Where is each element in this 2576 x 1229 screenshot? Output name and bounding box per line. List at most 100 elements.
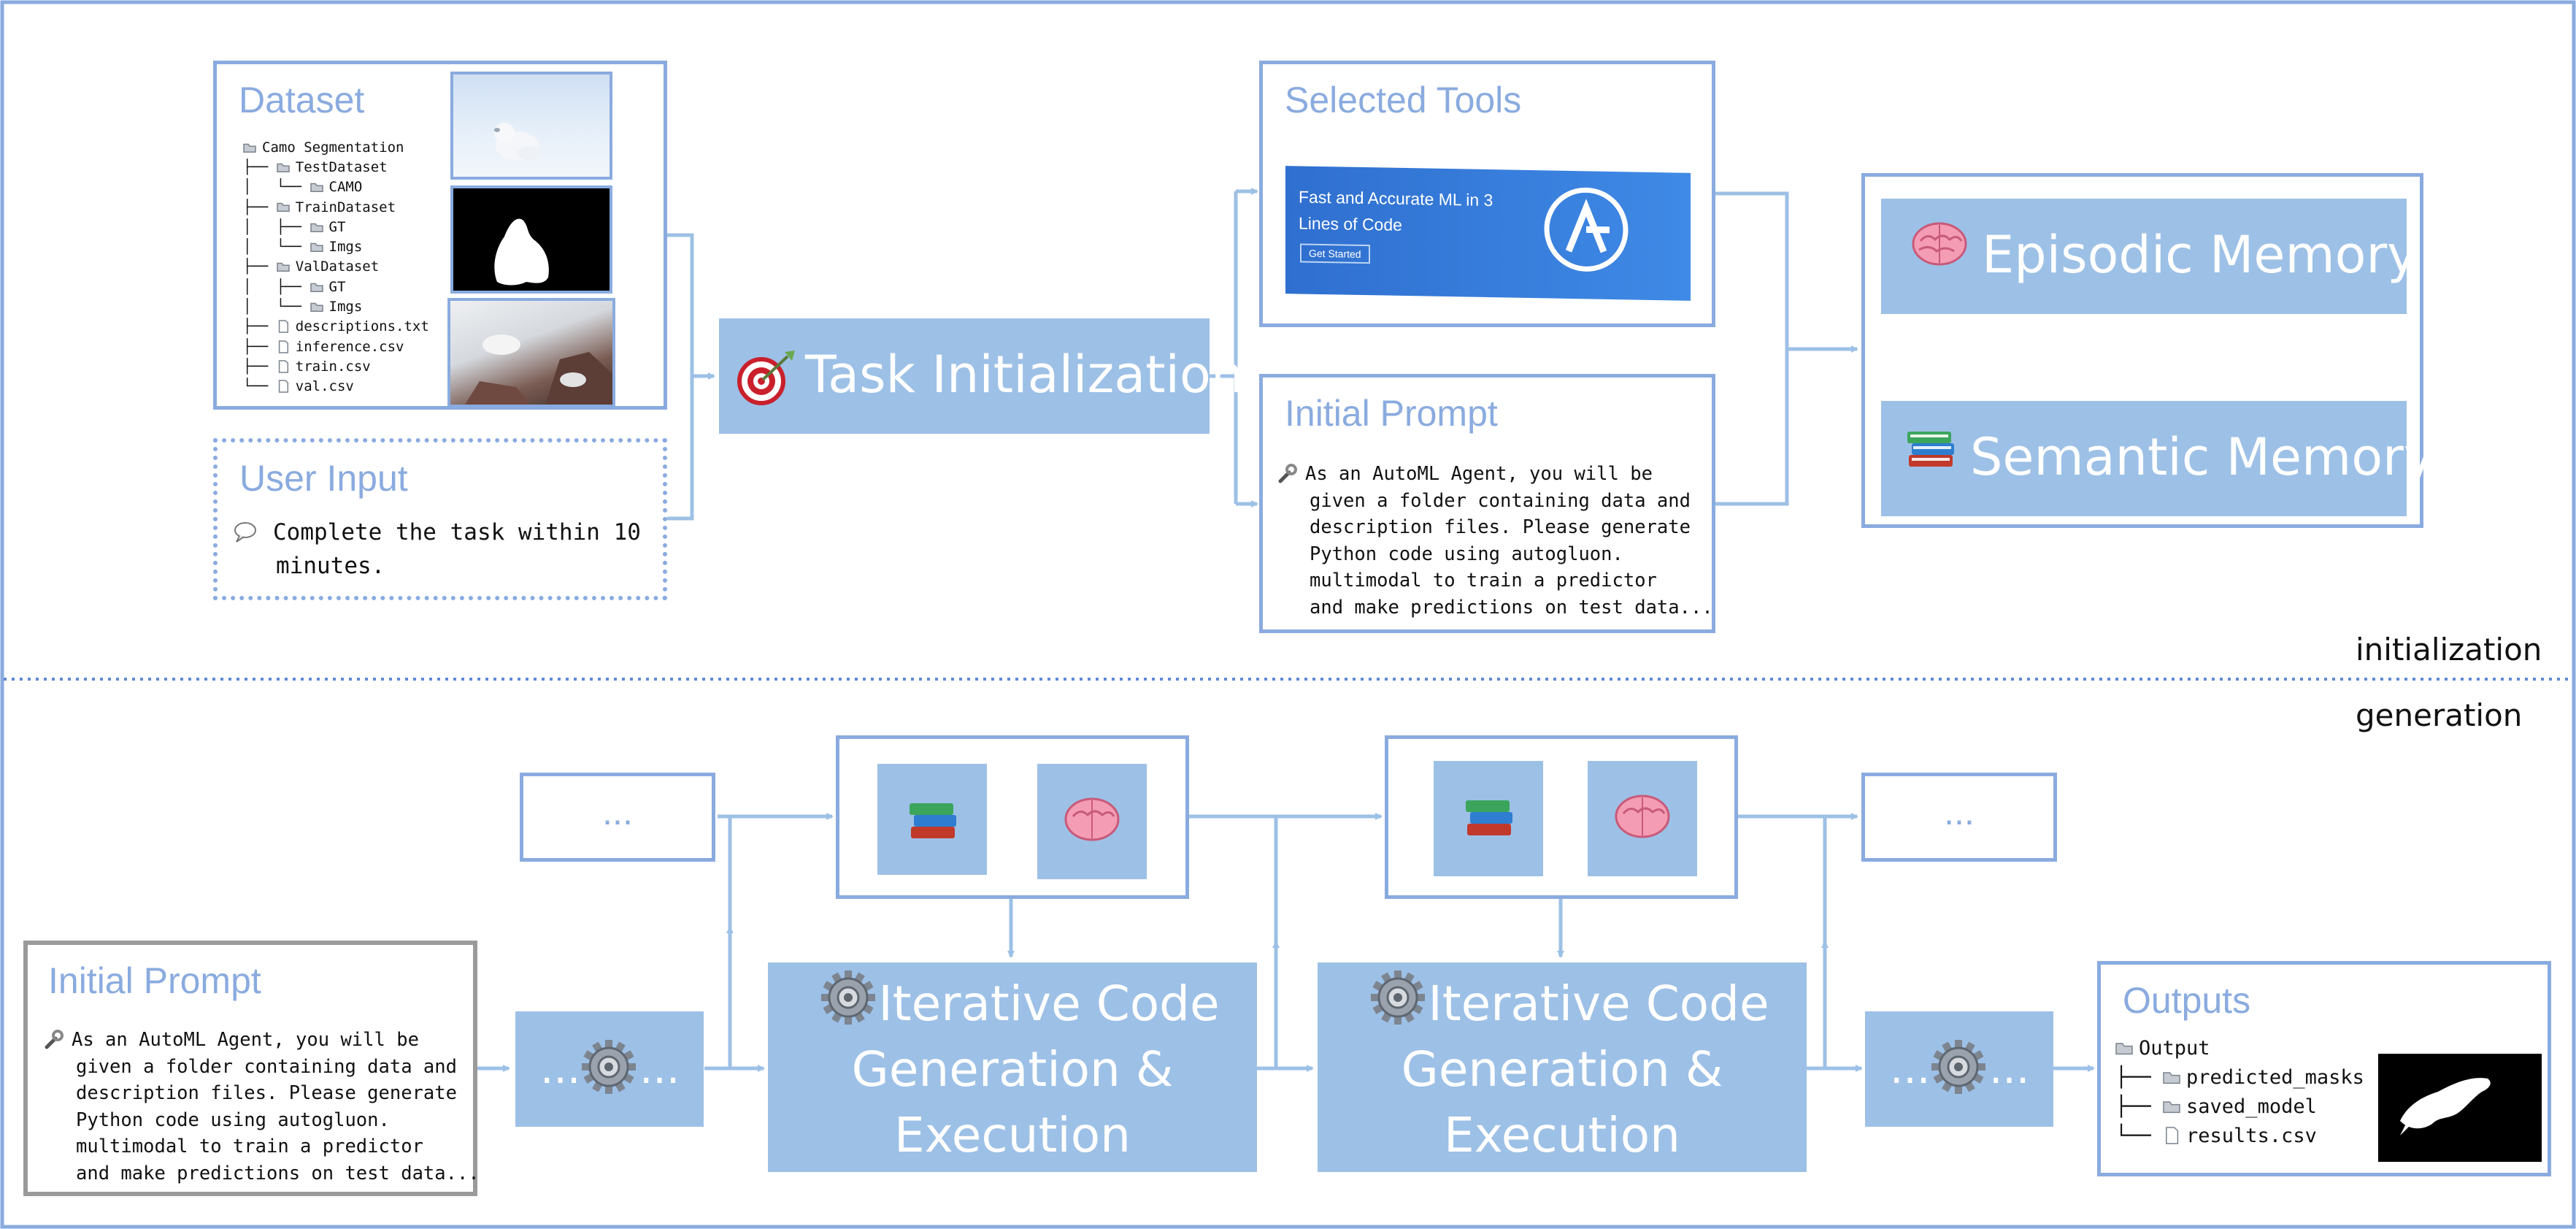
tree-row: ├── TestDataset: [243, 157, 477, 177]
file-icon: [277, 320, 290, 333]
file-icon: [277, 360, 290, 373]
folder-icon: [277, 260, 290, 273]
episodic-snapshot-2: [1588, 761, 1697, 876]
gear-ellipsis-right-pre: ...: [1890, 1044, 1931, 1093]
selected-tools-title: Selected Tools: [1285, 80, 1522, 120]
tree-row: Camo Segmentation: [243, 137, 477, 157]
tree-item-name: inference.csv: [295, 338, 404, 355]
tree-item-name: TrainDataset: [295, 199, 396, 215]
tree-item-name: ValDataset: [295, 259, 380, 275]
tree-row: ├── inference.csv: [243, 337, 477, 356]
arctic-fox-image: [450, 72, 612, 180]
tree-row: Output: [2115, 1033, 2378, 1063]
gear-icon: [1369, 968, 1427, 1027]
tree-row: │ ├── GT: [243, 277, 477, 296]
initial-prompt-bottom-panel: Initial Prompt As an AutoML Agent, you w…: [23, 941, 480, 1196]
iter-1-line-1: Iterative Code: [878, 976, 1220, 1032]
folder-icon: [277, 203, 290, 213]
books-icon: [1461, 787, 1520, 841]
tree-item-name: Imgs: [328, 239, 363, 256]
prompt-line: given a folder containing data and: [1310, 489, 1691, 512]
iter-2-line-1: Iterative Code: [1428, 976, 1769, 1032]
tree-item-name: CAMO: [328, 179, 363, 196]
prompt-line: given a folder containing data and: [76, 1055, 457, 1078]
tree-row: ├── ValDataset: [243, 257, 477, 277]
ellipsis-right-text: ...: [1944, 792, 1975, 832]
folder-icon: [2163, 1101, 2180, 1114]
stage-label-initialization: initialization: [2356, 632, 2542, 667]
tree-item-name: saved_model: [2186, 1095, 2317, 1118]
gear-icon: [819, 968, 877, 1027]
episodic-snapshot-1: [1037, 764, 1147, 879]
gear-ellipsis-left-post: ...: [639, 1044, 680, 1093]
prompt-line: description files. Please generate: [1310, 516, 1691, 538]
initial-prompt-top-panel: Initial Prompt As an AutoML Agent, you w…: [1259, 374, 1715, 633]
tree-branch: │ └──: [243, 299, 310, 315]
tree-item-name: descriptions.txt: [295, 318, 429, 335]
folder-icon: [2163, 1072, 2180, 1084]
folder-icon: [2163, 1068, 2180, 1086]
predicted-mask-image: [2378, 1054, 2542, 1162]
tree-item-name: GT: [328, 218, 346, 235]
task-initialization-label: Task Initialization: [805, 345, 1244, 405]
tree-row: │ ├── GT: [243, 217, 477, 237]
folder-icon: [243, 141, 256, 154]
folder-icon: [277, 200, 290, 213]
tree-item-name: TestDataset: [295, 158, 388, 175]
folder-icon: [309, 223, 323, 232]
semantic-snapshot-1: [877, 764, 987, 875]
file-icon: [2163, 1127, 2180, 1144]
prompt-line: As an AutoML Agent, you will be: [1305, 463, 1653, 485]
file-icon: [278, 380, 288, 393]
prompt-line: and make predictions on test data...: [1310, 596, 1713, 619]
tree-item-name: results.csv: [2186, 1124, 2317, 1147]
iter-1-line-3: Execution: [894, 1107, 1131, 1163]
tree-branch: │ └──: [243, 179, 310, 196]
episodic-memory-label: Episodic Memory: [1982, 225, 2418, 285]
folder-icon: [2115, 1039, 2133, 1057]
prompt-line: and make predictions on test data...: [76, 1162, 480, 1184]
books-icon: [1903, 418, 1961, 472]
semantic-memory-block: Semantic Memory: [1881, 401, 2434, 516]
tree-row: │ └── Imgs: [243, 237, 477, 256]
dataset-file-tree: Camo Segmentation├── TestDataset│ └── CA…: [243, 137, 477, 397]
file-icon: [277, 380, 290, 393]
brain-icon: [1613, 792, 1672, 843]
get-started-button[interactable]: Get Started: [1300, 243, 1370, 264]
tree-item-name: GT: [328, 278, 346, 295]
folder-icon: [309, 283, 323, 292]
tree-row: └── val.csv: [243, 377, 477, 397]
selected-tools-panel: Selected Tools Fast and Accurate ML in 3…: [1259, 61, 1715, 327]
iterative-code-label-1: Iterative Code Generation & Execution: [768, 971, 1257, 1168]
semantic-memory-label: Semantic Memory: [1970, 427, 2434, 487]
gear-ellipsis-right-post: ...: [1989, 1044, 2030, 1093]
target-icon: [737, 348, 798, 406]
file-icon: [2166, 1127, 2179, 1144]
file-icon: [277, 340, 290, 353]
iterative-code-block-2: Iterative Code Generation & Execution: [1318, 962, 1807, 1172]
tree-branch: ├──: [243, 358, 277, 375]
memory-snapshot-box-1: [836, 735, 1189, 899]
folder-icon: [277, 161, 290, 174]
tree-branch: ├──: [243, 259, 277, 275]
user-input-line-1: Complete the task within 10: [273, 519, 641, 545]
tree-row: │ └── Imgs: [243, 296, 477, 316]
prompt-line: multimodal to train a predictor: [76, 1136, 423, 1157]
tree-branch: │ ├──: [243, 218, 310, 235]
banner-line-1: Fast and Accurate ML in 3: [1299, 187, 1493, 210]
folder-icon: [309, 242, 323, 253]
stage-label-generation: generation: [2356, 697, 2523, 733]
dataset-panel: Dataset Camo Segmentation├── TestDataset…: [213, 61, 667, 410]
iter-2-line-3: Execution: [1444, 1107, 1680, 1163]
folder-icon: [277, 163, 290, 172]
tree-item-name: val.csv: [295, 378, 354, 395]
tree-branch: ├──: [243, 318, 277, 335]
ellipsis-box-left: ...: [520, 773, 715, 862]
episodic-memory-block: Episodic Memory: [1881, 199, 2418, 314]
memory-snapshot-box-2: [1385, 735, 1738, 899]
